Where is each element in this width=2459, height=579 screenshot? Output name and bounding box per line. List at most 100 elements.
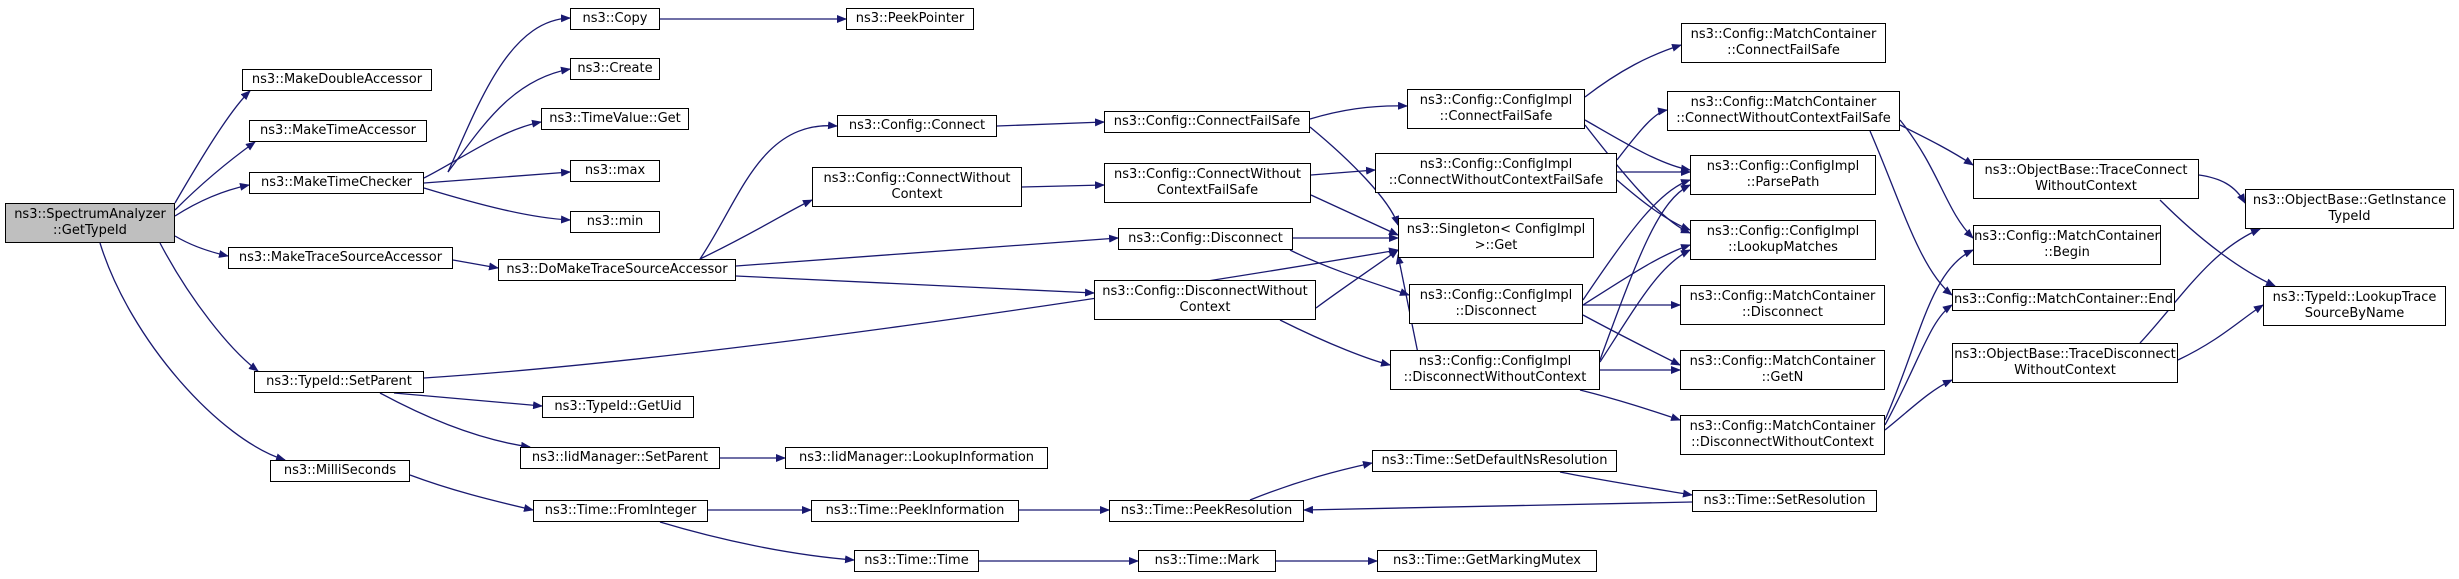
node-typeid-lookuptracesourcebyname[interactable]: ns3::TypeId::LookupTrace SourceByName <box>2263 286 2446 326</box>
edge-48 <box>2198 174 2246 204</box>
node-configimpl-disconnect[interactable]: ns3::Config::ConfigImpl ::Disconnect <box>1409 284 1583 324</box>
node-configimpl-lookupmatches[interactable]: ns3::Config::ConfigImpl ::LookupMatches <box>1690 220 1876 260</box>
node-maketimechecker[interactable]: ns3::MakeTimeChecker <box>249 172 424 194</box>
edge-52 <box>423 247 1399 379</box>
node-maketimeaccessor[interactable]: ns3::MakeTimeAccessor <box>249 120 427 142</box>
edge-3 <box>174 235 229 258</box>
node-config-connect[interactable]: ns3::Config::Connect <box>837 115 997 137</box>
node-configimpl-connectwithoutcontextfailsafe[interactable]: ns3::Config::ConfigImpl ::ConnectWithout… <box>1375 153 1617 193</box>
edge-17 <box>996 118 1105 127</box>
node-max[interactable]: ns3::max <box>570 160 660 182</box>
edge-13 <box>699 121 838 260</box>
node-copy[interactable]: ns3::Copy <box>570 8 660 30</box>
node-milliseconds[interactable]: ns3::MilliSeconds <box>270 460 410 482</box>
node-maketracesourceaccessor[interactable]: ns3::MakeTraceSourceAccessor <box>228 247 453 269</box>
node-configimpl-disconnectwithoutcontext[interactable]: ns3::Config::ConfigImpl ::DisconnectWith… <box>1390 350 1600 390</box>
node-iidmanager-setparent[interactable]: ns3::IidManager::SetParent <box>520 447 720 469</box>
edge-20 <box>1310 166 1376 176</box>
node-objectbase-traceconnectwithoutcontext[interactable]: ns3::ObjectBase::TraceConnect WithoutCon… <box>1973 159 2199 199</box>
edge-51 <box>2177 304 2264 361</box>
edge-2 <box>174 182 250 217</box>
node-time-frominteger[interactable]: ns3::Time::FromInteger <box>533 500 708 522</box>
node-objectbase-tracedisconnectwithoutcontext[interactable]: ns3::ObjectBase::TraceDisconnect Without… <box>1952 343 2178 383</box>
node-time-time[interactable]: ns3::Time::Time <box>854 550 979 572</box>
edge-41 <box>1579 389 1681 421</box>
edge-49 <box>2159 199 2276 287</box>
node-config-connectwithoutcontext[interactable]: ns3::Config::ConnectWithout Context <box>812 167 1022 207</box>
edge-28 <box>1584 43 1682 98</box>
node-configimpl-connectfailsafe[interactable]: ns3::Config::ConfigImpl ::ConnectFailSaf… <box>1407 89 1585 129</box>
node-configimpl-parsepath[interactable]: ns3::Config::ConfigImpl ::ParsePath <box>1690 155 1876 195</box>
node-objectbase-getinstancetypeid[interactable]: ns3::ObjectBase::GetInstance TypeId <box>2245 189 2454 229</box>
node-matchcontainer-end[interactable]: ns3::Config::MatchContainer::End <box>1952 289 2175 311</box>
node-domaketracesourceaccessor[interactable]: ns3::DoMakeTraceSourceAccessor <box>498 259 736 281</box>
node-create[interactable]: ns3::Create <box>570 58 660 80</box>
node-matchcontainer-begin[interactable]: ns3::Config::MatchContainer ::Begin <box>1973 225 2161 265</box>
node-min[interactable]: ns3::min <box>570 211 660 233</box>
edge-12 <box>452 259 499 271</box>
edge-50 <box>2139 228 2261 344</box>
edge-63 <box>1559 471 1693 498</box>
edge-43 <box>1899 119 1974 239</box>
edge-9 <box>423 119 542 179</box>
node-matchcontainer-connectfailsafe[interactable]: ns3::Config::MatchContainer ::ConnectFai… <box>1681 23 1886 63</box>
edge-31 <box>1616 107 1668 161</box>
edge-58 <box>659 521 855 564</box>
node-iidmanager-lookupinformation[interactable]: ns3::IidManager::LookupInformation <box>785 447 1048 469</box>
node-config-connectwithoutcontextfailsafe[interactable]: ns3::Config::ConnectWithout ContextFailS… <box>1104 163 1311 203</box>
node-time-peekresolution[interactable]: ns3::Time::PeekResolution <box>1109 500 1304 522</box>
edge-42 <box>1899 124 1974 166</box>
edge-8 <box>447 66 571 173</box>
edge-53 <box>379 392 531 450</box>
node-matchcontainer-disconnect[interactable]: ns3::Config::MatchContainer ::Disconnect <box>1680 285 1885 325</box>
node-makedoubleaccessor[interactable]: ns3::MakeDoubleAccessor <box>242 69 432 91</box>
edge-11 <box>423 187 571 224</box>
node-config-disconnectwithoutcontext[interactable]: ns3::Config::DisconnectWithout Context <box>1094 280 1316 320</box>
node-spectrumanalyzer-gettypeid[interactable]: ns3::SpectrumAnalyzer ::GetTypeId <box>5 203 175 243</box>
edge-44 <box>1869 130 1953 296</box>
edge-4 <box>159 242 259 372</box>
edge-56 <box>409 474 534 512</box>
edge-19 <box>1309 101 1408 120</box>
node-typeid-getuid[interactable]: ns3::TypeId::GetUid <box>542 396 694 418</box>
node-time-getmarkingmutex[interactable]: ns3::Time::GetMarkingMutex <box>1377 550 1597 572</box>
edge-1 <box>174 141 256 211</box>
edge-62 <box>1249 461 1373 501</box>
node-typeid-setparent[interactable]: ns3::TypeId::SetParent <box>254 371 424 393</box>
node-matchcontainer-getn[interactable]: ns3::Config::MatchContainer ::GetN <box>1680 350 1885 390</box>
edge-46 <box>1884 304 1953 426</box>
edge-34 <box>1582 179 1691 301</box>
edge-33 <box>1616 179 1691 231</box>
edge-26 <box>1279 319 1391 367</box>
edge-38 <box>1599 184 1691 361</box>
edge-29 <box>1584 119 1691 173</box>
node-matchcontainer-disconnectwithoutcontext[interactable]: ns3::Config::MatchContainer ::Disconnect… <box>1680 415 1885 455</box>
edge-45 <box>1884 249 1974 421</box>
edge-0 <box>174 90 251 204</box>
node-config-disconnect[interactable]: ns3::Config::Disconnect <box>1118 228 1293 250</box>
edge-21 <box>1309 126 1400 226</box>
node-time-mark[interactable]: ns3::Time::Mark <box>1138 550 1276 572</box>
edge-16 <box>735 275 1095 297</box>
node-timevalue-get[interactable]: ns3::TimeValue::Get <box>541 108 689 130</box>
edge-6 <box>447 14 571 173</box>
node-config-connectfailsafe[interactable]: ns3::Config::ConnectFailSafe <box>1104 111 1310 133</box>
node-time-setdefaultnsresolution[interactable]: ns3::Time::SetDefaultNsResolution <box>1372 450 1617 472</box>
node-time-peekinformation[interactable]: ns3::Time::PeekInformation <box>811 500 1019 522</box>
edge-54 <box>393 392 543 410</box>
edge-35 <box>1582 244 1691 306</box>
edge-47 <box>1884 379 1953 431</box>
edge-10 <box>423 168 571 184</box>
edge-64 <box>1303 501 1693 514</box>
edge-25 <box>1289 249 1410 296</box>
node-time-setresolution[interactable]: ns3::Time::SetResolution <box>1692 490 1877 512</box>
edge-14 <box>699 199 813 260</box>
edge-39 <box>1599 249 1691 363</box>
edge-5 <box>99 242 286 462</box>
edge-37 <box>1582 314 1681 366</box>
node-singleton-configimpl-get[interactable]: ns3::Singleton< ConfigImpl >::Get <box>1398 218 1594 258</box>
node-peekpointer[interactable]: ns3::PeekPointer <box>846 8 974 30</box>
node-matchcontainer-connectwithoutcontextfailsafe[interactable]: ns3::Config::MatchContainer ::ConnectWit… <box>1667 91 1900 131</box>
edge-24 <box>1315 249 1399 309</box>
